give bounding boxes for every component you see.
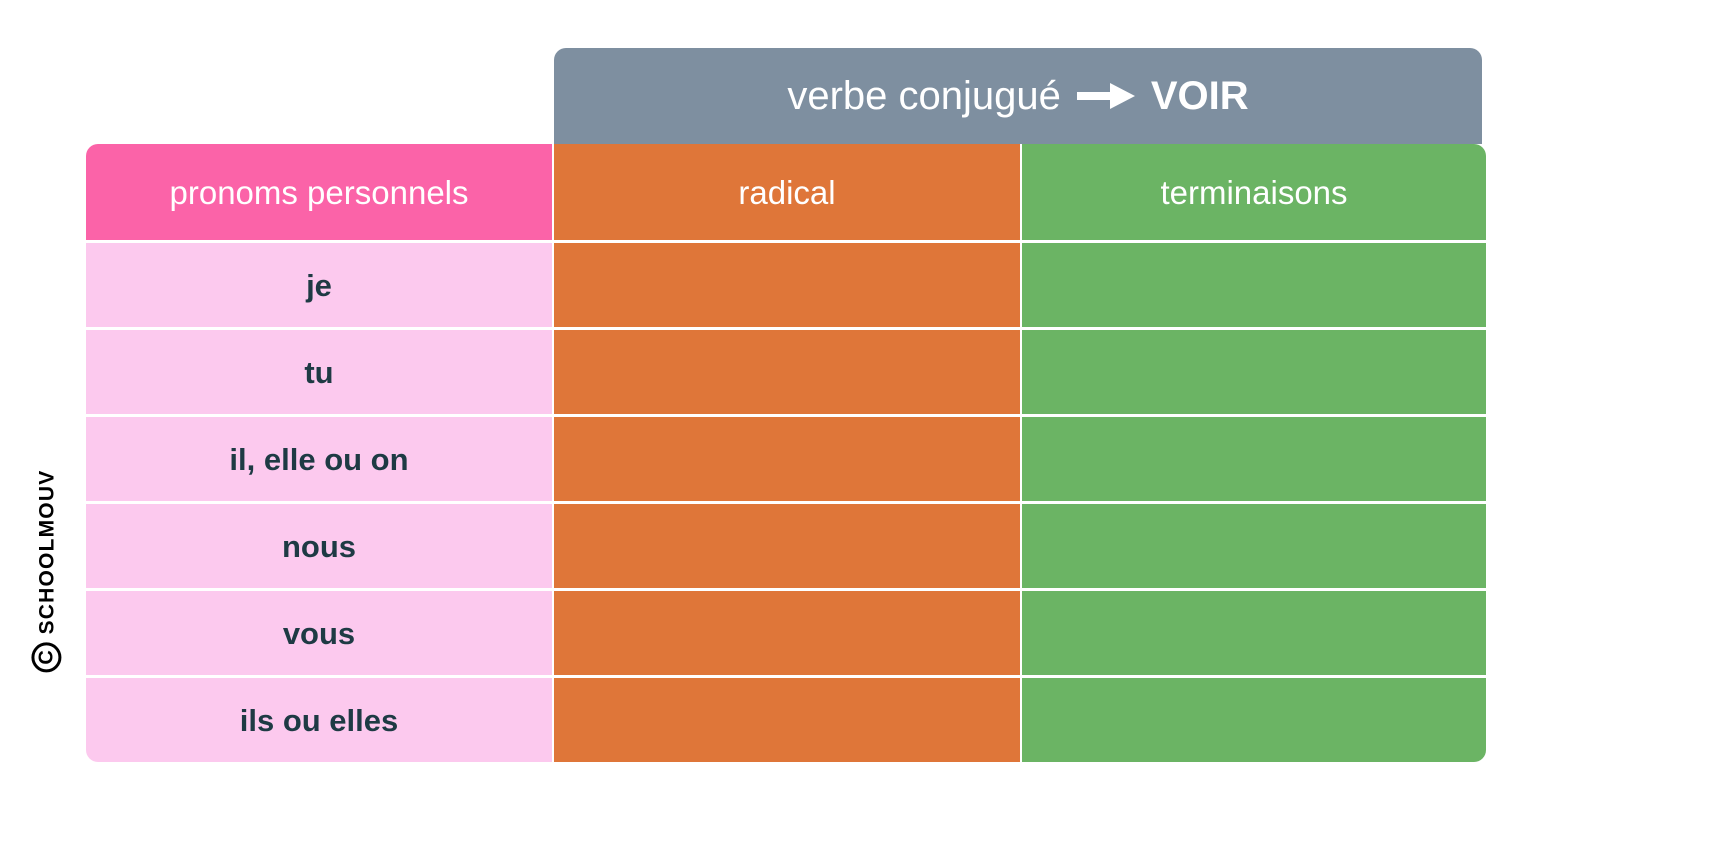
brand-label: SCHOOLMOUV [34,469,58,635]
radical-cell[interactable] [554,417,1020,501]
copyright-icon: C [31,642,61,673]
radical-cell[interactable] [554,504,1020,588]
terminaison-cell[interactable] [1022,504,1486,588]
terminaison-cell[interactable] [1022,330,1486,414]
column-header-terminaisons: terminaisons [1022,144,1486,240]
radical-cell[interactable] [554,591,1020,675]
right-arrow-icon [1076,83,1135,109]
table-row: il, elle ou on [86,417,552,501]
table-row: je [86,243,552,327]
table-grid: pronoms personnels radical terminaisons … [86,144,1486,762]
table-row: tu [86,330,552,414]
schoolmouv-watermark: C SCHOOLMOUV [14,470,78,796]
table-row: vous [86,591,552,675]
table-row: ils ou elles [86,678,552,762]
verb-name: VOIR [1150,74,1249,118]
column-header-pronoms: pronoms personnels [86,144,552,240]
radical-cell[interactable] [554,678,1020,762]
column-header-radical: radical [554,144,1020,240]
terminaison-cell[interactable] [1022,591,1486,675]
radical-cell[interactable] [554,243,1020,327]
terminaison-cell[interactable] [1022,678,1486,762]
verb-banner-label: verbe conjugué [787,74,1061,118]
table-row: nous [86,504,552,588]
radical-cell[interactable] [554,330,1020,414]
conjugation-table: verbe conjugué VOIR pronoms personnels r… [86,48,1486,762]
verb-banner: verbe conjugué VOIR [554,48,1482,144]
terminaison-cell[interactable] [1022,243,1486,327]
terminaison-cell[interactable] [1022,417,1486,501]
